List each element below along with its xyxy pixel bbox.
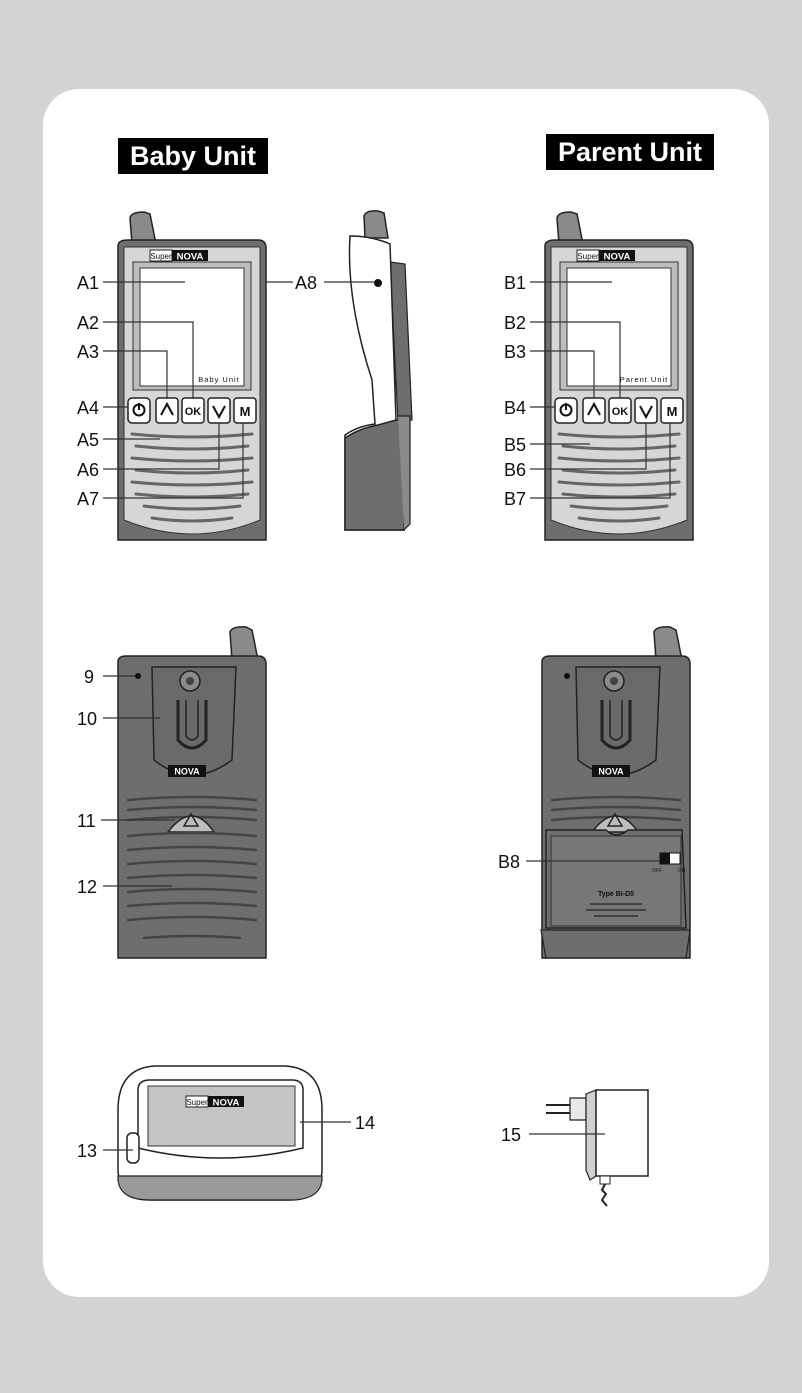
- power-adapter: [546, 1089, 649, 1207]
- svg-text:Super: Super: [150, 252, 172, 261]
- svg-text:NOVA: NOVA: [213, 1098, 240, 1109]
- label-b8: B8: [498, 852, 520, 872]
- baby-unit-logo: Super NOVA: [149, 249, 209, 263]
- label-12: 12: [77, 877, 97, 897]
- label-b4: B4: [504, 398, 526, 418]
- cradle-logo: Super NOVA: [185, 1095, 245, 1109]
- parent-unit-heading: Parent Unit: [546, 134, 715, 170]
- label-10: 10: [77, 709, 97, 729]
- label-13: 13: [77, 1141, 97, 1161]
- label-a8: A8: [295, 273, 317, 293]
- label-a2: A2: [77, 313, 99, 333]
- baby-unit-back: [116, 625, 268, 960]
- parent-unit-logo: Super NOVA: [576, 249, 636, 263]
- parent-unit-front: Super NOVA Parent Unit OK M: [543, 210, 695, 542]
- ok-button-label: OK: [185, 406, 202, 418]
- baby-unit-heading: Baby Unit: [118, 138, 269, 174]
- label-a5: A5: [77, 430, 99, 450]
- switch-off-label: OFF: [652, 868, 662, 874]
- parent-unit-back: OFF ON Type BI-D5: [540, 625, 692, 960]
- menu-button-label: M: [667, 404, 678, 419]
- callout-labels: A1 A2 A3 A4 A5 A6 A7 A8 B1 B2 B3 B4 B5 B…: [77, 273, 526, 1161]
- svg-text:NOVA: NOVA: [177, 252, 204, 263]
- label-a4: A4: [77, 398, 99, 418]
- label-b6: B6: [504, 460, 526, 480]
- svg-text:Super: Super: [577, 252, 599, 261]
- label-a7: A7: [77, 489, 99, 509]
- label-b3: B3: [504, 342, 526, 362]
- svg-text:NOVA: NOVA: [604, 252, 631, 263]
- label-15: 15: [501, 1125, 521, 1145]
- parent-screen-text: Parent Unit: [620, 375, 669, 384]
- label-b1: B1: [504, 273, 526, 293]
- baby-screen-text: Baby Unit: [198, 375, 240, 384]
- label-b5: B5: [504, 435, 526, 455]
- ok-button-label: OK: [612, 406, 629, 418]
- switch-on-label: ON: [678, 868, 686, 874]
- charging-cradle: Super NOVA: [117, 1065, 323, 1201]
- label-9: 9: [84, 667, 94, 687]
- baby-unit-side: [344, 210, 413, 531]
- label-14: 14: [355, 1113, 375, 1133]
- label-a3: A3: [77, 342, 99, 362]
- baby-unit-front: Super NOVA Baby Unit OK M: [116, 210, 268, 542]
- label-a1: A1: [77, 273, 99, 293]
- battery-type-label: Type BI-D5: [598, 891, 634, 898]
- leader-lines: [101, 281, 671, 1151]
- menu-button-label: M: [240, 404, 251, 419]
- label-b2: B2: [504, 313, 526, 333]
- label-a6: A6: [77, 460, 99, 480]
- svg-text:Super: Super: [186, 1098, 208, 1107]
- label-11: 11: [77, 811, 96, 831]
- label-b7: B7: [504, 489, 526, 509]
